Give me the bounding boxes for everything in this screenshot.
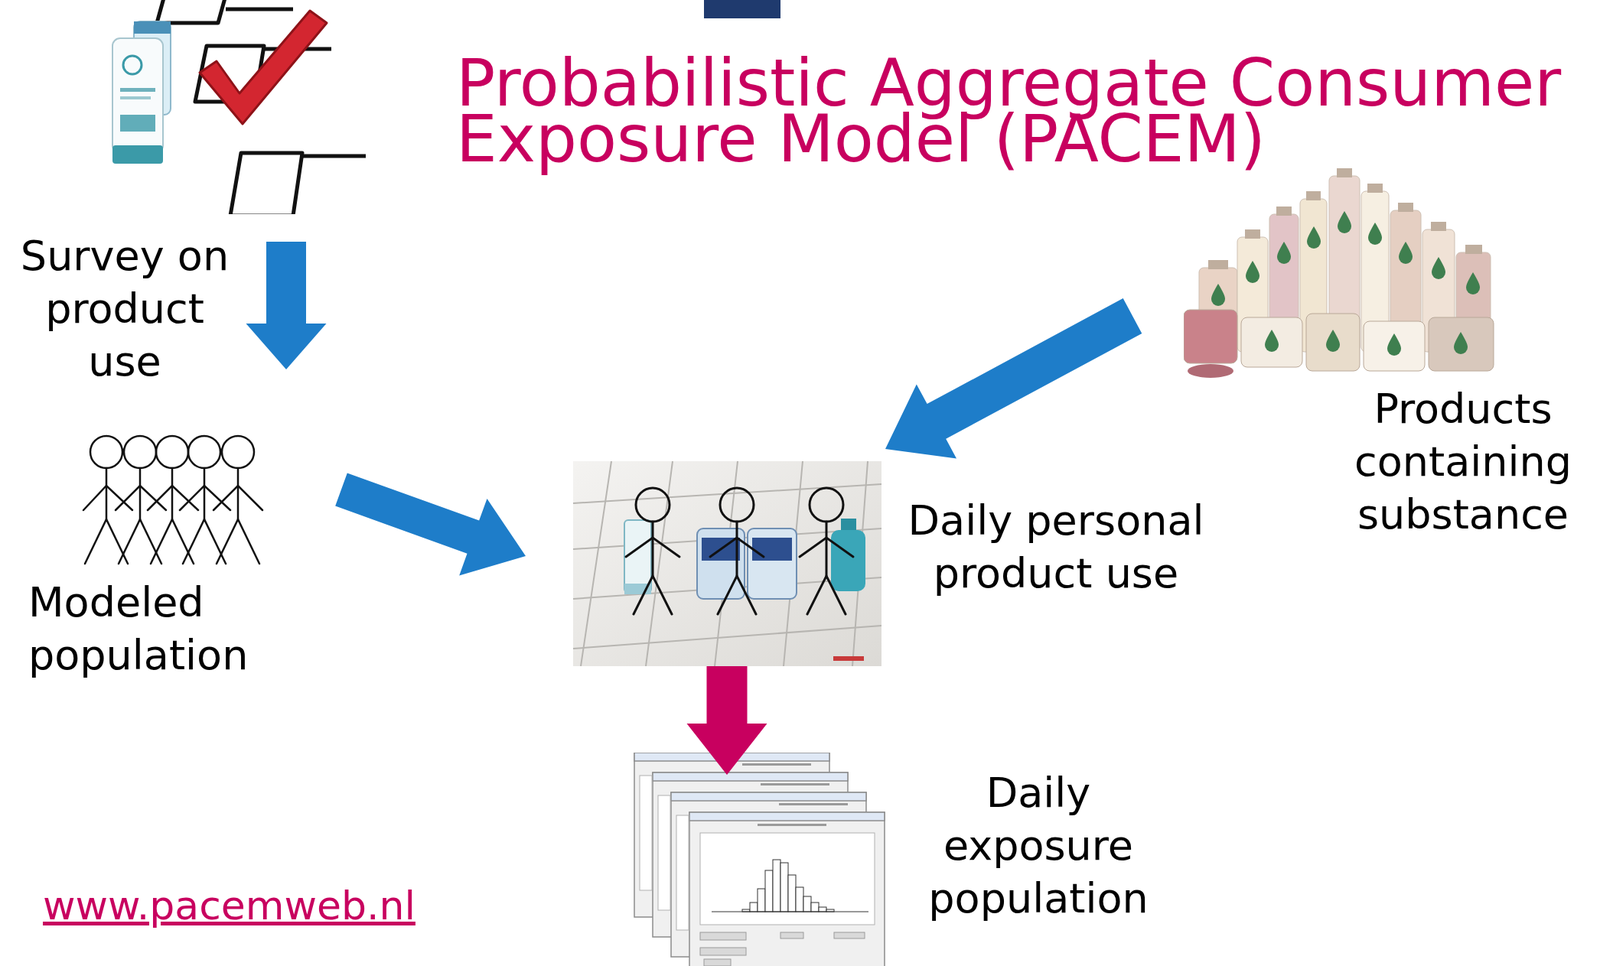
calendar-picture	[573, 461, 882, 667]
step-caption: Modeled population	[28, 576, 266, 682]
illustrated-step: Products containing substance	[1182, 164, 1584, 545]
illustrated-step: Daily exposure population	[623, 749, 1161, 966]
distribution-screens	[627, 752, 888, 966]
website-link: www.pacemweb.nl	[42, 882, 472, 930]
illustrated-step: Survey on product use	[6, 0, 393, 392]
checklist-picture	[101, 0, 389, 215]
illustrated-step: Modeled population	[22, 428, 276, 685]
step-caption: Daily personal product use	[899, 494, 1213, 600]
title-holder: Probabilistic Aggregate Consumer Exposur…	[456, 55, 1589, 167]
products-picture	[1183, 168, 1500, 380]
illustrated-step: Daily personal product use	[570, 459, 1217, 670]
step-caption: Survey on product use	[9, 229, 240, 388]
header-bar	[703, 0, 781, 19]
population-figures	[81, 433, 266, 568]
block-arrow	[246, 241, 327, 370]
block-arrow	[335, 472, 526, 576]
block-arrow	[687, 666, 768, 776]
block-arrow	[885, 298, 1142, 459]
label-holder: www.pacemweb.nl	[42, 882, 472, 930]
diagram-title: Probabilistic Aggregate Consumer Exposur…	[456, 55, 1589, 167]
step-caption: Products containing substance	[1348, 382, 1578, 541]
step-caption: Daily exposure population	[919, 766, 1157, 926]
